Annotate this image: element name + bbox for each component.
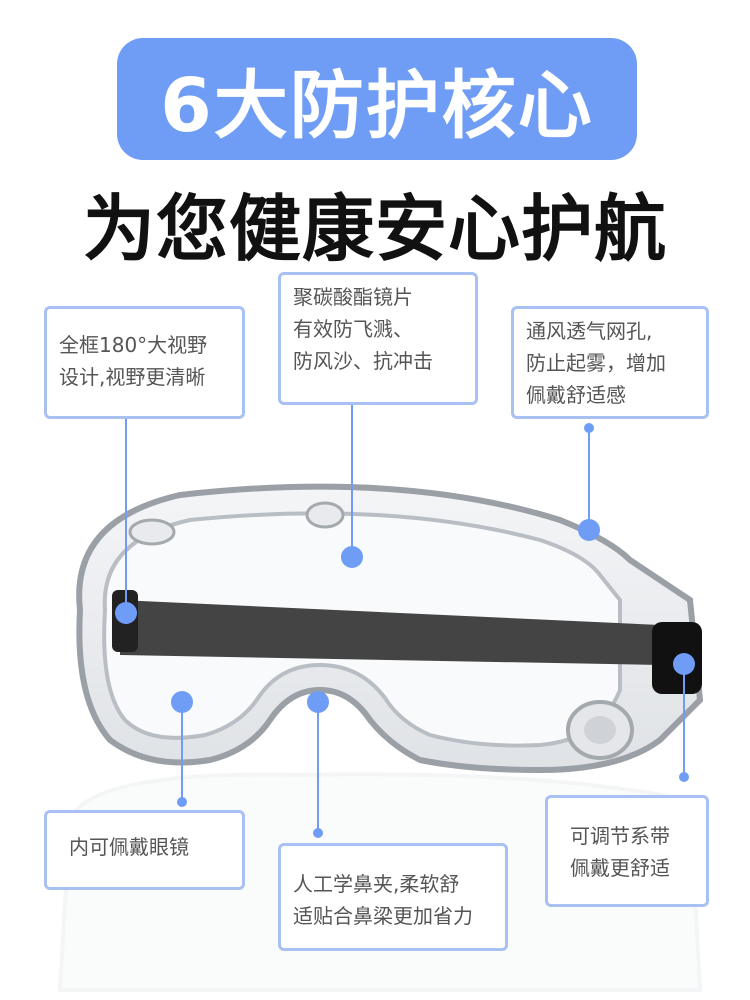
marker-strap-bottom [679,772,689,782]
marker-nose [307,691,329,713]
headline-banner: 6大防护核心 [117,38,637,160]
callout-line: 适贴合鼻梁更加省力 [293,904,473,928]
callout-line: 通风透气网孔, [526,319,653,343]
marker-nose-bottom [313,828,323,838]
callout-line: 佩戴舒适感 [526,383,626,407]
marker-fov [115,602,137,624]
marker-glasses [171,691,193,713]
marker-lens [341,546,363,568]
callout-line: 防止起雾，增加 [526,351,666,375]
left-valve [128,518,176,546]
callout-line: 人工学鼻夹,柔软舒 [293,872,460,896]
callout-field-of-view: 全框180°大视野 设计,视野更清晰 [44,306,245,419]
headline-subtitle: 为您健康安心护航 [82,187,667,271]
callout-line: 防风沙、抗冲击 [293,349,433,373]
callout-glasses-compatible: 内可佩戴眼镜 [44,810,245,890]
callout-adjustable-strap: 可调节系带 佩戴更舒适 [545,795,709,907]
callout-lens: 聚碳酸酯镜片 有效防飞溅、 防风沙、抗冲击 [278,272,478,405]
marker-vent-top [584,423,594,433]
callout-line: 全框180°大视野 [59,333,208,357]
marker-glasses-bottom [177,797,187,807]
callout-line: 有效防飞溅、 [293,317,413,341]
callout-line: 设计,视野更清晰 [59,365,206,389]
marker-vent [578,519,600,541]
headline-title: 6大防护核心 [160,62,594,149]
marker-strap [673,653,695,675]
callout-nose-clip: 人工学鼻夹,柔软舒 适贴合鼻梁更加省力 [278,843,508,951]
callout-line: 可调节系带 [570,824,670,848]
top-valve [305,501,345,529]
callout-line: 内可佩戴眼镜 [69,835,189,859]
callout-line: 聚碳酸酯镜片 [293,285,413,309]
callout-ventilation: 通风透气网孔, 防止起雾，增加 佩戴舒适感 [511,306,709,419]
callout-line: 佩戴更舒适 [570,856,670,880]
goggles-strap [120,600,660,665]
